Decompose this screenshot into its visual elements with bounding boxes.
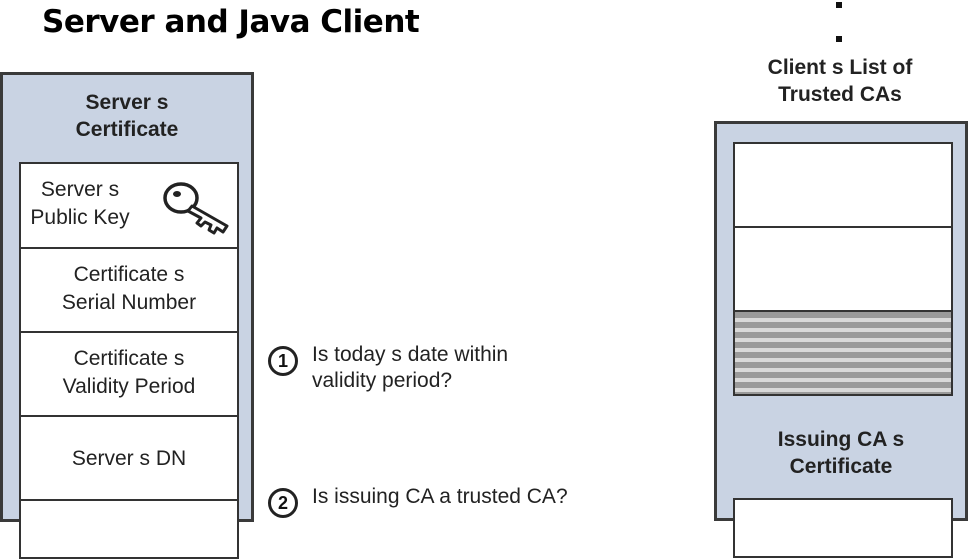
trusted-ca-slot bbox=[733, 226, 953, 312]
server-certificate-title: Server s Certificate bbox=[3, 89, 251, 143]
step-number-icon: 1 bbox=[268, 346, 298, 376]
step-number-icon: 2 bbox=[268, 488, 298, 518]
server-certificate-panel: Server s Certificate Server s Public Key… bbox=[0, 72, 254, 559]
dot bbox=[836, 36, 842, 42]
server-dn-label-line1: Server s DN bbox=[71, 447, 187, 470]
dot bbox=[836, 2, 842, 8]
step-2: 2 Is issuing CA a trusted CA? bbox=[268, 484, 568, 518]
trusted-ca-list-title-line2: Trusted CAs bbox=[778, 83, 902, 106]
next-field bbox=[19, 499, 239, 559]
step-1-text: Is today s date within validity period? bbox=[312, 342, 508, 394]
step-1: 1 Is today s date within validity period… bbox=[268, 342, 508, 394]
public-key-label-line1: Server s bbox=[40, 178, 120, 201]
trusted-ca-slot-highlighted bbox=[733, 310, 953, 396]
validity-period-label-line1: Certificate s bbox=[73, 347, 185, 370]
issuing-ca-field bbox=[733, 498, 953, 558]
issuing-ca-title-line2: Certificate bbox=[789, 455, 893, 478]
server-certificate-title-line2: Certificate bbox=[75, 118, 179, 141]
key-icon bbox=[163, 182, 229, 235]
public-key-label: Server s Public Key bbox=[5, 176, 155, 232]
step-2-text: Is issuing CA a trusted CA? bbox=[312, 484, 568, 510]
validity-period-label: Certificate s Validity Period bbox=[21, 345, 237, 401]
issuing-ca-title: Issuing CA s Certificate bbox=[717, 426, 965, 480]
serial-number-field: Certificate s Serial Number bbox=[19, 247, 239, 333]
public-key-field: Server s Public Key bbox=[19, 162, 239, 249]
trusted-ca-list-panel: Issuing CA s Certificate bbox=[714, 121, 968, 558]
trusted-ca-list-title-line1: Client s List of bbox=[767, 56, 913, 79]
server-dn-field: Server s DN bbox=[19, 415, 239, 501]
validity-period-label-line2: Validity Period bbox=[62, 375, 196, 398]
serial-number-label: Certificate s Serial Number bbox=[21, 261, 237, 317]
continuation-dots bbox=[836, 0, 844, 50]
trusted-ca-list-title: Client s List of Trusted CAs bbox=[720, 54, 960, 108]
step-1-line2: validity period? bbox=[312, 369, 453, 392]
serial-number-label-line1: Certificate s bbox=[73, 263, 185, 286]
public-key-label-line2: Public Key bbox=[30, 206, 130, 229]
step-2-line1: Is issuing CA a trusted CA? bbox=[312, 485, 568, 508]
server-certificate-title-line1: Server s bbox=[85, 91, 169, 114]
server-dn-label: Server s DN bbox=[21, 445, 237, 473]
page-title: Server and Java Client bbox=[42, 4, 420, 40]
trusted-ca-slot bbox=[733, 142, 953, 228]
issuing-ca-title-line1: Issuing CA s bbox=[777, 428, 905, 451]
validity-period-field: Certificate s Validity Period bbox=[19, 331, 239, 417]
serial-number-label-line2: Serial Number bbox=[61, 291, 197, 314]
step-1-line1: Is today s date within bbox=[312, 343, 509, 366]
